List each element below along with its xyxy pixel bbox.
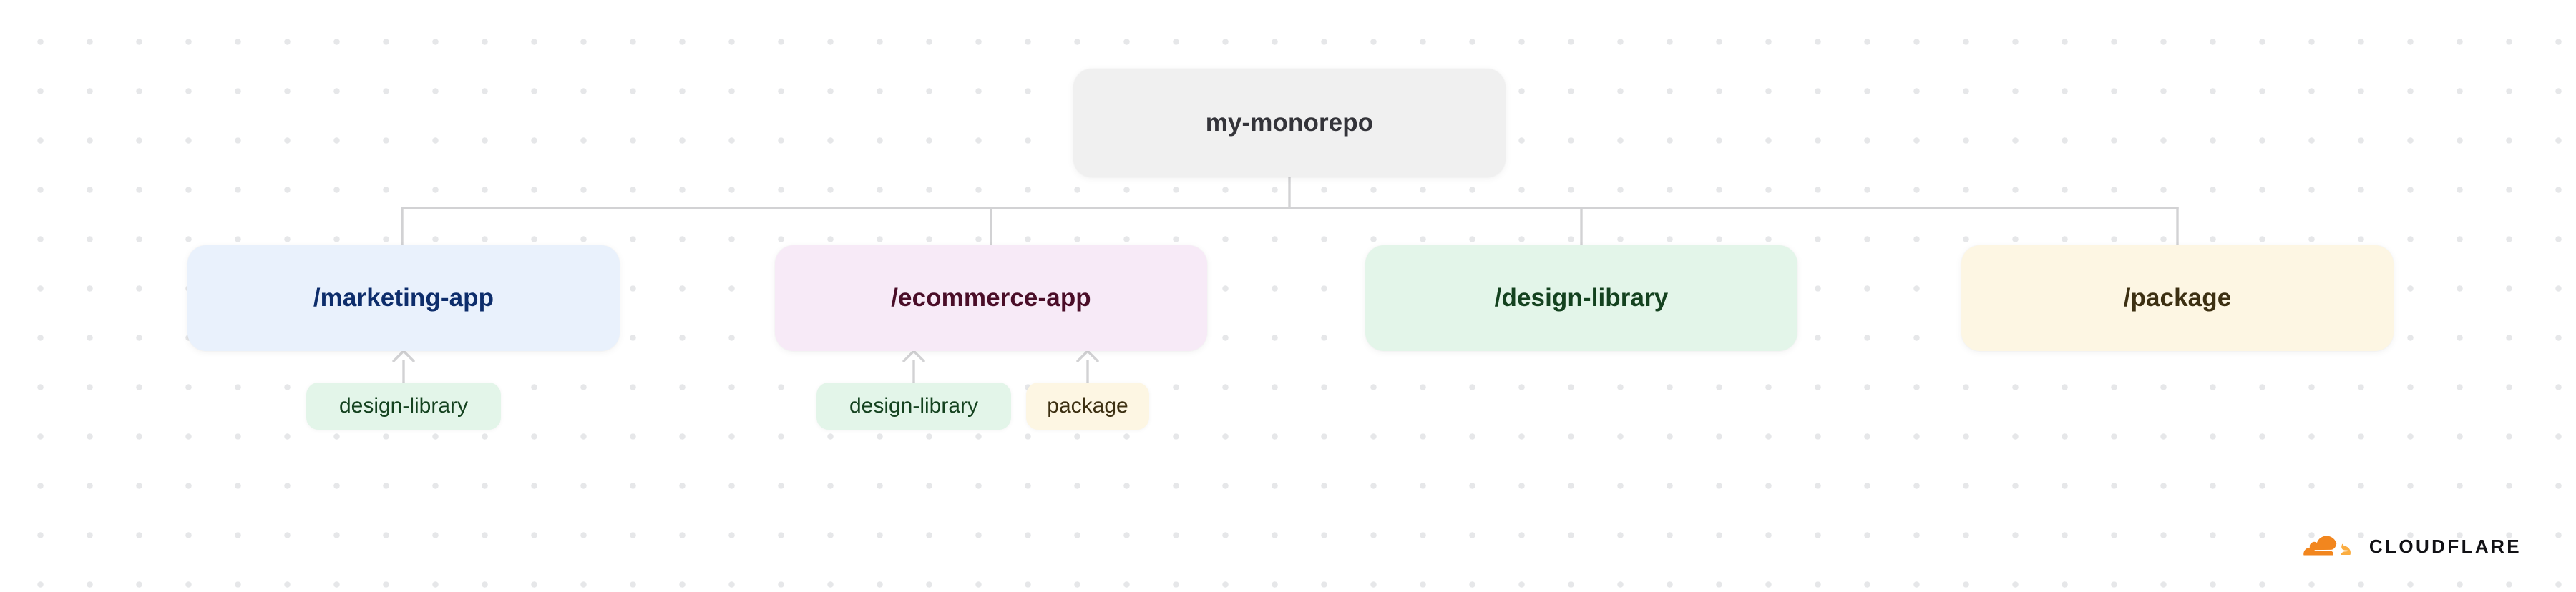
node-label: my-monorepo bbox=[1205, 109, 1374, 137]
node-label: /ecommerce-app bbox=[891, 284, 1091, 312]
dependency-label: package bbox=[1047, 394, 1128, 418]
dependency-pill-marketing-design-library[interactable]: design-library bbox=[306, 383, 501, 430]
dependency-label: design-library bbox=[849, 394, 979, 418]
node-marketing-app[interactable]: /marketing-app bbox=[187, 245, 620, 351]
cloudflare-wordmark: CLOUDFLARE bbox=[2368, 536, 2522, 557]
node-label: /package bbox=[2123, 284, 2232, 312]
dependency-pill-ecommerce-package[interactable]: package bbox=[1026, 383, 1149, 430]
node-my-monorepo[interactable]: my-monorepo bbox=[1073, 69, 1506, 177]
dependency-label: design-library bbox=[338, 394, 469, 418]
cloudflare-cloud-icon bbox=[2303, 536, 2351, 556]
node-ecommerce-app[interactable]: /ecommerce-app bbox=[775, 245, 1207, 351]
node-label: /design-library bbox=[1494, 284, 1669, 312]
cloudflare-logo: CLOUDFLARE bbox=[2282, 529, 2522, 563]
node-package[interactable]: /package bbox=[1961, 245, 2394, 351]
dependency-pill-ecommerce-design-library[interactable]: design-library bbox=[816, 383, 1011, 430]
node-design-library[interactable]: /design-library bbox=[1365, 245, 1797, 351]
node-label: /marketing-app bbox=[313, 284, 494, 312]
